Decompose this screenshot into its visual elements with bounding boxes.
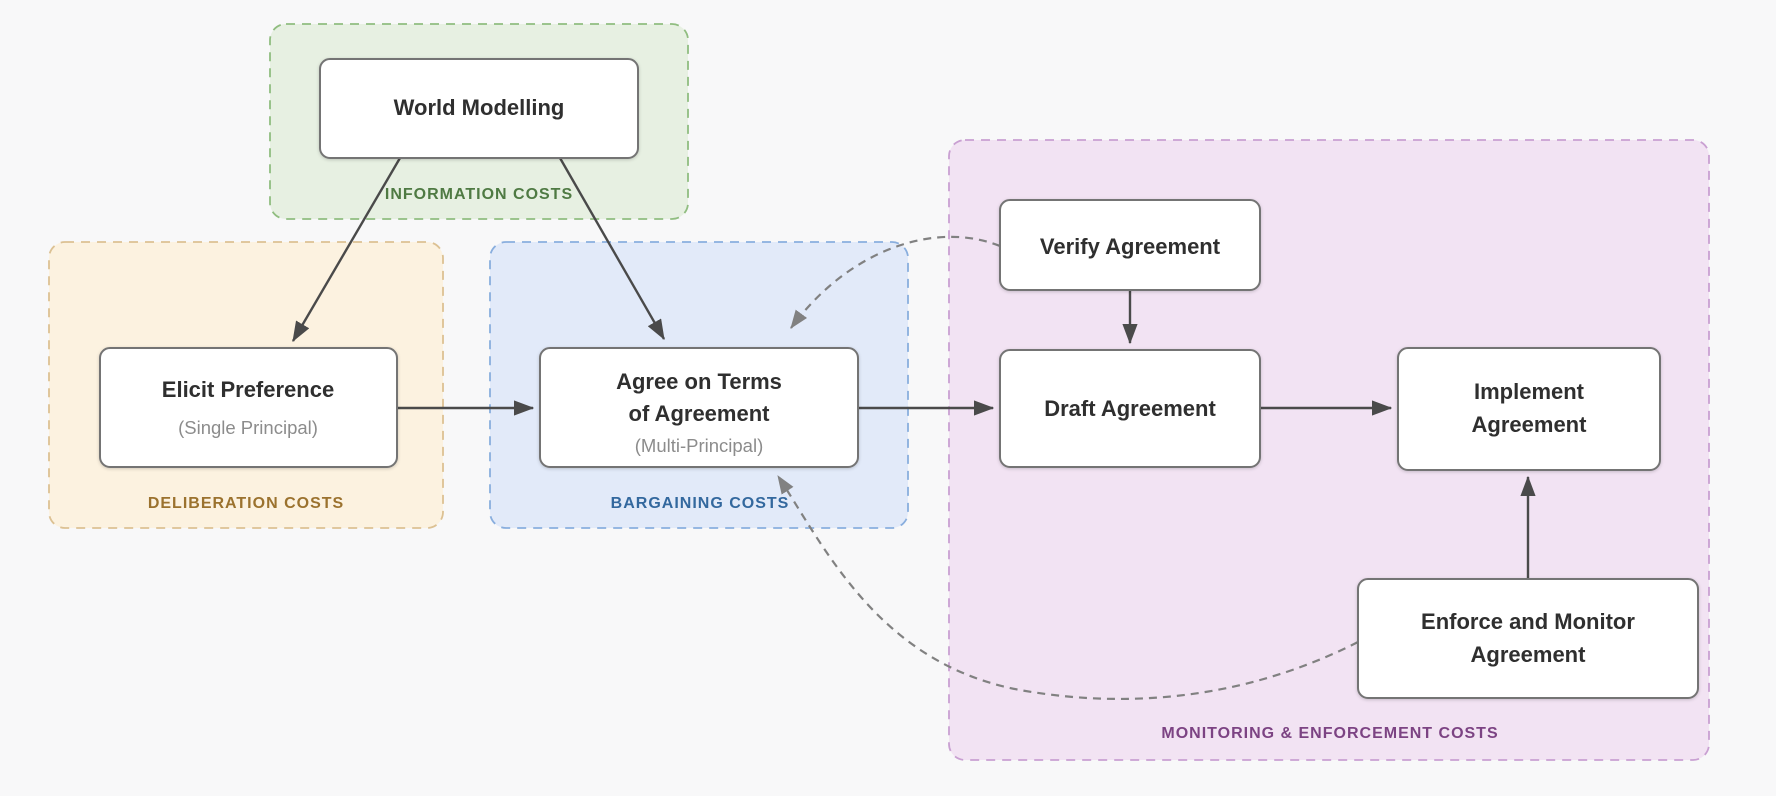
node-draft-agreement: Draft Agreement xyxy=(999,349,1261,468)
edge-world-to-agree xyxy=(558,157,666,341)
edge-world-to-elicit xyxy=(291,157,402,343)
group-deliberation-label: DELIBERATION COSTS xyxy=(148,495,344,512)
node-enforce-and-monitor-title-line2: Agreement xyxy=(1471,642,1587,667)
group-monitoring-label: MONITORING & ENFORCEMENT COSTS xyxy=(1161,725,1498,742)
node-implement-agreement-title-line2: Agreement xyxy=(1472,412,1588,437)
node-elicit-preference: Elicit Preference (Single Principal) xyxy=(99,347,398,468)
node-world-modelling-title: World Modelling xyxy=(394,95,565,120)
node-implement-agreement-box xyxy=(1397,347,1661,471)
node-draft-agreement-box xyxy=(999,349,1261,468)
node-agree-on-terms-subtitle: (Multi-Principal) xyxy=(635,435,764,456)
node-verify-agreement-title: Verify Agreement xyxy=(1040,234,1221,259)
node-enforce-and-monitor: Enforce and Monitor Agreement xyxy=(1357,578,1699,699)
node-world-modelling-box xyxy=(319,58,639,159)
node-enforce-and-monitor-box xyxy=(1357,578,1699,699)
node-enforce-and-monitor-title-line1: Enforce and Monitor xyxy=(1421,609,1635,634)
node-implement-agreement-title-line1: Implement xyxy=(1474,379,1585,404)
node-elicit-preference-subtitle: (Single Principal) xyxy=(178,417,318,438)
node-agree-on-terms-title-line1: Agree on Terms xyxy=(616,369,782,394)
node-elicit-preference-box xyxy=(99,347,398,468)
node-verify-agreement-box xyxy=(999,199,1261,291)
node-implement-agreement: Implement Agreement xyxy=(1397,347,1661,471)
node-agree-on-terms-title-line2: of Agreement xyxy=(629,401,771,426)
node-world-modelling: World Modelling xyxy=(319,58,639,159)
node-elicit-preference-title: Elicit Preference xyxy=(162,377,334,402)
node-verify-agreement: Verify Agreement xyxy=(999,199,1261,291)
edge-enforce-to-agree-dashed xyxy=(777,475,1359,701)
node-agree-on-terms-box xyxy=(539,347,859,468)
group-information-label: INFORMATION COSTS xyxy=(385,186,573,203)
node-draft-agreement-title: Draft Agreement xyxy=(1044,396,1216,421)
group-bargaining-label: BARGAINING COSTS xyxy=(611,495,790,512)
node-agree-on-terms: Agree on Terms of Agreement (Multi-Princ… xyxy=(539,347,859,468)
